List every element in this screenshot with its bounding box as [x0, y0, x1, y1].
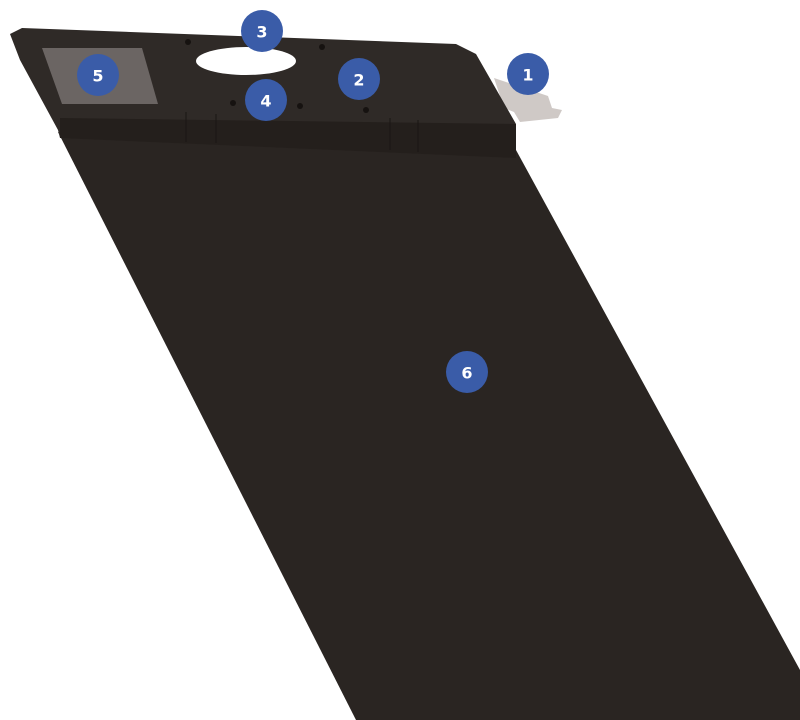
- callout-6-label: 6: [461, 364, 472, 383]
- screw-holes: [185, 39, 369, 113]
- callout-3: 3: [241, 10, 283, 52]
- callout-2: 2: [338, 58, 380, 100]
- connector-tab: [494, 78, 562, 122]
- header-slot: [196, 47, 296, 75]
- callout-2-label: 2: [353, 71, 364, 90]
- callout-6: 6: [446, 351, 488, 393]
- callout-5-label: 5: [92, 67, 103, 86]
- device-panel: [58, 132, 800, 720]
- callout-5: 5: [77, 54, 119, 96]
- callout-4: 4: [245, 79, 287, 121]
- callout-1: 1: [507, 53, 549, 95]
- callout-3-label: 3: [256, 23, 267, 42]
- callout-4-label: 4: [260, 92, 271, 111]
- callout-1-label: 1: [522, 66, 533, 85]
